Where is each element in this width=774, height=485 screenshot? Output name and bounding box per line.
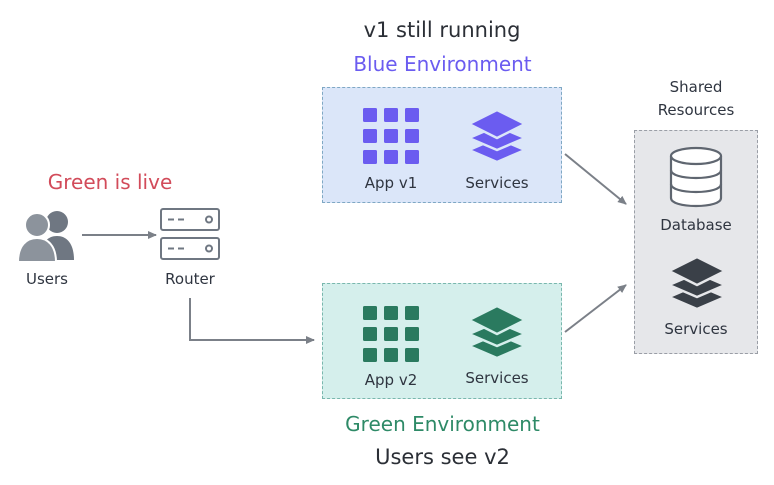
blue-caption: v1 still running — [363, 18, 521, 42]
blue-environment-title: Blue Environment — [353, 52, 532, 76]
green-services-label: Services — [465, 369, 529, 387]
layers-icon — [467, 108, 527, 164]
blue-to-shared-arrow — [564, 153, 627, 205]
green-environment-title: Green Environment — [345, 412, 540, 436]
layers-icon — [467, 304, 527, 360]
router-to-green-arrow — [189, 298, 315, 344]
green-to-shared-arrow — [564, 284, 627, 333]
blue-services-label: Services — [465, 174, 529, 192]
shared-services-label: Services — [664, 320, 728, 338]
green-app-label: App v2 — [364, 371, 418, 389]
green-environment-box — [322, 283, 562, 399]
database-icon — [669, 146, 723, 208]
layers-icon — [667, 255, 727, 311]
shared-resources-title-line2: Resources — [657, 101, 735, 119]
database-label: Database — [660, 216, 732, 234]
users-label: Users — [25, 270, 68, 288]
router-icon — [160, 208, 220, 260]
green-caption: Users see v2 — [375, 445, 510, 469]
grid-icon — [363, 306, 419, 362]
blue-environment-box — [322, 87, 562, 203]
grid-icon — [363, 108, 419, 164]
blue-app-label: App v1 — [364, 174, 418, 192]
green-live-status: Green is live — [47, 170, 173, 194]
shared-resources-title-line1: Shared — [669, 78, 723, 96]
router-label: Router — [165, 270, 215, 288]
users-icon — [16, 211, 74, 262]
